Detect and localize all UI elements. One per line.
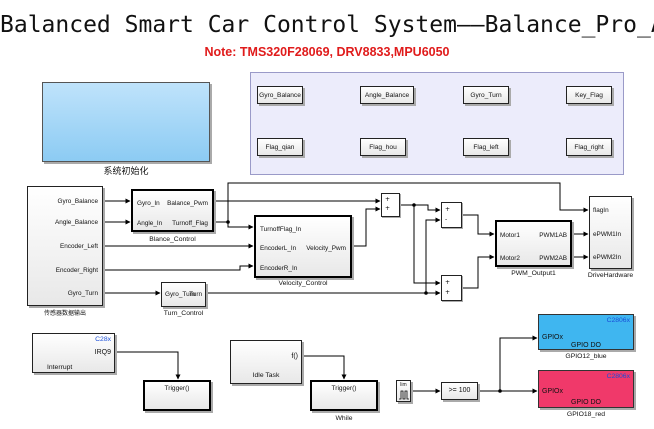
branch-dot-turn: [424, 291, 428, 295]
branch-dot-sum1: [412, 203, 416, 207]
turn-control-block[interactable]: Gyro_Turn Turn: [161, 282, 206, 307]
pwm-output-block[interactable]: Motor1 Motor2 PWM1AB PWM2AB: [495, 220, 572, 267]
branch-dot-flag: [226, 220, 230, 224]
line-irq-trigger: [115, 351, 181, 380]
flag-gyro-balance[interactable]: Gyro_Balance: [257, 86, 303, 104]
line-sum2-to-motor1: [462, 214, 495, 237]
flag-qian[interactable]: Flag_qian: [257, 138, 303, 156]
trigger-2-caption: While: [335, 415, 353, 422]
line-sum1-to-sum2: [414, 204, 441, 213]
balance-control-block[interactable]: Gyro_In Angle_In Balance_Pwm Turnoff_Fla…: [131, 189, 214, 232]
flag-right[interactable]: Flag_right: [566, 138, 612, 156]
sensor-port-gyro-balance: Gyro_Balance: [57, 198, 99, 205]
branch-dot-compare: [498, 389, 502, 393]
flag-gyro-turn[interactable]: Gyro_Turn: [463, 86, 509, 104]
trigger-block-1[interactable]: Trigger(): [143, 380, 211, 411]
line-turnoff-flag: [214, 221, 254, 230]
sensor-port-encoder-left: Encoder_Left: [59, 243, 98, 250]
line-idle-trigger: [302, 355, 347, 380]
gpio12-blue-block[interactable]: C2806x GPIOx GPIO DO: [538, 314, 634, 350]
init-block-caption: 系统初始化: [103, 166, 149, 176]
model-title: Balanced Smart Car Control System——Balan…: [0, 12, 654, 38]
flag-key-flag[interactable]: Key_Flag: [566, 86, 612, 104]
line-flag-to-drive: [227, 182, 589, 222]
line-velocity-pwm: [352, 206, 381, 247]
sum-block-2[interactable]: + -: [441, 202, 462, 228]
flag-panel: [250, 72, 624, 175]
interrupt-block[interactable]: C28x IRQ9 Interrupt: [32, 333, 115, 373]
gpio12-caption: GPIO12_blue: [565, 353, 607, 360]
init-block[interactable]: [42, 82, 210, 162]
limited-counter-icon: [399, 390, 409, 400]
flag-angle-balance[interactable]: Angle_Balance: [360, 86, 414, 104]
sensor-port-encoder-right: Encoder_Right: [55, 267, 98, 274]
flag-hou[interactable]: Flag_hou: [360, 138, 406, 156]
sensor-block-caption: 传感器数据输出: [43, 311, 86, 317]
balance-control-caption: Blance_Control: [149, 236, 196, 243]
drive-hardware-block[interactable]: flagIn ePWM1In ePWM2In: [589, 196, 632, 269]
line-turn-to-sum2: [425, 217, 441, 293]
line-sum3-to-motor2: [462, 254, 495, 289]
flag-left[interactable]: Flag_left: [463, 138, 509, 156]
sensor-port-gyro-turn: Gyro_Turn: [67, 290, 98, 297]
sum-block-1[interactable]: + +: [381, 193, 400, 217]
sensor-port-angle-balance: Angle_Balance: [55, 219, 98, 226]
pwm-output-caption: PWM_Output1: [511, 270, 556, 277]
turn-control-caption: Turn_Control: [163, 310, 204, 317]
model-note: Note: TMS320F28069, DRV8833,MPU6050: [204, 45, 450, 59]
velocity-control-caption: Velocity_Control: [278, 280, 328, 287]
gpio18-red-block[interactable]: C2806x GPIOx GPIO DO: [538, 370, 634, 408]
drive-hardware-caption: DriveHardware: [587, 272, 634, 279]
idle-task-block[interactable]: f() Idle Task: [230, 340, 302, 384]
compare-to-constant-block[interactable]: >= 100: [441, 382, 478, 400]
limited-counter-block[interactable]: lim: [396, 380, 411, 402]
velocity-control-block[interactable]: TurnoffFlag_In EncoderL_In EncoderR_In V…: [254, 215, 352, 278]
trigger-block-2[interactable]: Trigger(): [310, 380, 378, 411]
gpio18-caption: GPIO18_red: [566, 411, 606, 418]
sensor-data-block[interactable]: Gyro_Balance Angle_Balance Encoder_Left …: [27, 186, 103, 306]
line-encoder-right: [103, 263, 254, 271]
line-sum1-to-sum3: [413, 205, 441, 286]
sum-block-3[interactable]: + +: [441, 275, 462, 301]
line-to-gpio12: [499, 335, 538, 391]
